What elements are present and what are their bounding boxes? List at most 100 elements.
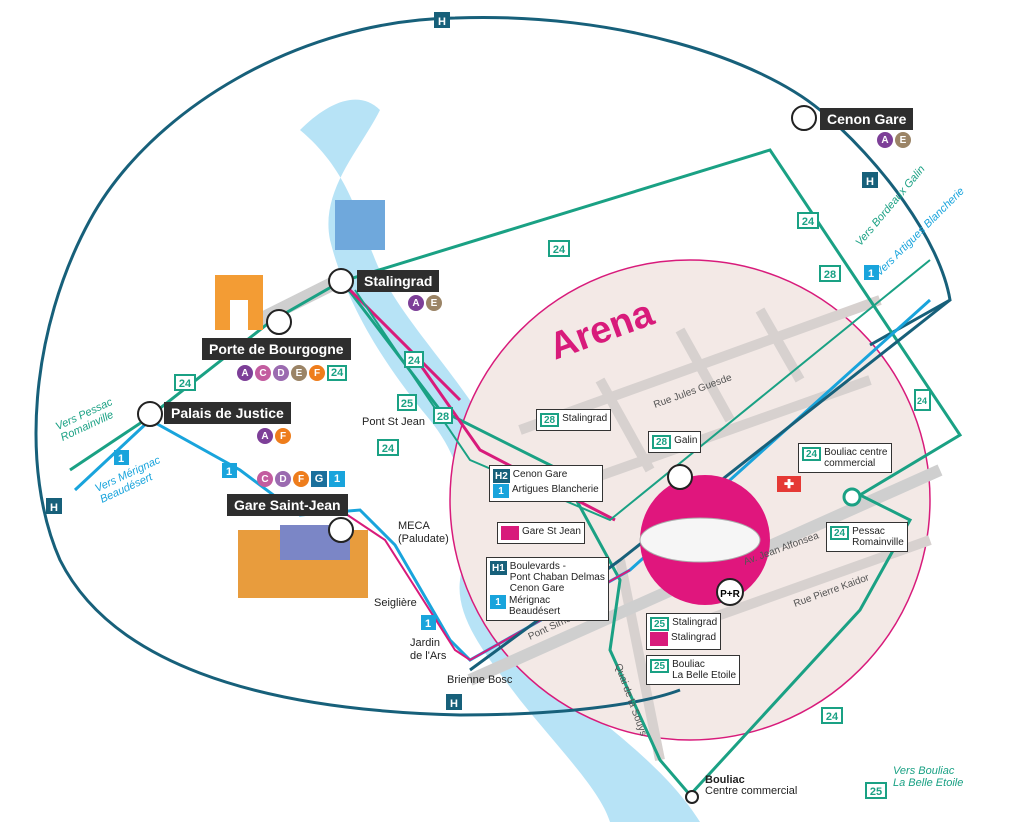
bus-28-badge: 28	[540, 413, 560, 427]
pharmacy-cross: ✚	[784, 477, 794, 491]
box-text: Galin	[674, 435, 698, 446]
gare-saint-jean-stop[interactable]	[328, 517, 354, 543]
stop-bouliac-title[interactable]: Bouliac	[705, 774, 745, 786]
tram-e-badge: E	[426, 295, 442, 311]
station-cenon-gare[interactable]: Cenon Gare	[820, 108, 914, 130]
stop-jardin-ars[interactable]: Jardin de l'Ars	[410, 637, 447, 662]
box-text: Boulevards - Pont Chaban Delmas Cenon Ga…	[509, 561, 605, 594]
tram-e-badge: E	[291, 365, 307, 381]
box-text: Bouliac La Belle Etoile	[672, 659, 737, 681]
badge-28-a: 28	[824, 269, 836, 281]
badge-1-c: 1	[425, 618, 431, 630]
tram-a-badge: A	[257, 428, 273, 444]
tram-d-badge: D	[273, 365, 289, 381]
box-text: Cenon Gare	[512, 469, 568, 480]
stalingrad-stop[interactable]	[328, 268, 354, 294]
station-stalingrad[interactable]: Stalingrad	[357, 270, 440, 292]
badge-28-b: 28	[437, 411, 449, 423]
badge-25-a: 25	[401, 398, 413, 410]
box-text: Bouliac centre commercial	[824, 447, 888, 469]
tram-g-badge: G	[311, 471, 327, 487]
badge-24-c: 24	[917, 396, 927, 406]
bus-h2-badge: H2	[493, 469, 510, 483]
bus-24-badge: 24	[830, 526, 850, 540]
tram-c-badge: C	[257, 471, 273, 487]
box-text: Mérignac Beaudésert	[509, 595, 561, 617]
ring-line-h	[34, 15, 952, 717]
parking-label: P+R	[720, 589, 741, 600]
stalingrad-lines: A E	[408, 295, 442, 311]
porte-bourgogne-lines: A C D E F 24	[237, 365, 348, 381]
stop-seigliere[interactable]: Seiglière	[374, 597, 417, 609]
line-24	[69, 148, 963, 798]
bus-25-badge: 25	[650, 617, 670, 631]
cenon-gare-stop[interactable]	[791, 105, 817, 131]
ring-badge-right: H	[866, 176, 874, 188]
line-h-diag	[469, 298, 951, 672]
box-arena-gare[interactable]: Gare St Jean	[497, 522, 585, 544]
box-text: Gare St Jean	[522, 526, 581, 537]
pharmacy-icon	[777, 476, 801, 492]
tram-a-badge: A	[877, 132, 893, 148]
palais-justice-stop[interactable]	[137, 401, 163, 427]
badge-24-a: 24	[553, 244, 566, 256]
badge-24-b: 24	[802, 216, 815, 228]
parking-icon	[716, 578, 744, 606]
tram-c-badge: C	[255, 365, 271, 381]
stop-pont-st-jean[interactable]: Pont St Jean	[362, 416, 425, 428]
box-text: Stalingrad	[671, 632, 717, 643]
station-palais-justice[interactable]: Palais de Justice	[164, 402, 291, 424]
box-text: Pessac Romainville	[852, 526, 904, 548]
ring-badge-left: H	[50, 502, 58, 514]
station-gare-saint-jean[interactable]: Gare Saint-Jean	[227, 494, 348, 516]
badge-1-d: 1	[868, 268, 874, 280]
ring-badge-bottom: H	[450, 698, 458, 710]
stop-meca[interactable]: MECA (Paludate)	[398, 520, 449, 545]
arena-shuttle-icon	[650, 632, 668, 646]
tram-e-badge: E	[895, 132, 911, 148]
bouliac-cc-stop[interactable]	[685, 790, 699, 804]
tram-a-badge: A	[408, 295, 424, 311]
palais-justice-lines: A F	[257, 428, 291, 444]
direction-bouliac: Vers Bouliac La Belle Etoile	[893, 765, 964, 789]
badge-24-g: 24	[408, 355, 421, 367]
tram-f-badge: F	[309, 365, 325, 381]
tram-f-badge: F	[275, 428, 291, 444]
bus-24-badge: 24	[327, 365, 348, 381]
bouliac-24-stop[interactable]	[842, 487, 862, 507]
badge-24-d: 24	[826, 711, 839, 723]
arena-building	[639, 517, 761, 563]
bus-1-badge: 1	[490, 595, 506, 609]
badge-1-a: 1	[118, 453, 124, 465]
bus-24-badge: 24	[802, 447, 822, 461]
box-text: Stalingrad	[562, 413, 608, 424]
tram-f-badge: F	[293, 471, 309, 487]
badge-24-f: 24	[382, 443, 395, 455]
lion-statue-icon	[335, 200, 385, 250]
bus-1-badge: 1	[493, 484, 509, 498]
porte-bourgogne-stop[interactable]	[266, 309, 292, 335]
tram-d-badge: D	[275, 471, 291, 487]
gare-saint-jean-lines: C D F G 1	[257, 471, 345, 487]
badge-24-e: 24	[179, 378, 192, 390]
badge-25-b: 25	[870, 786, 882, 798]
porte-bourgogne-icon	[215, 275, 263, 330]
stop-brienne-bosc[interactable]: Brienne Bosc	[447, 674, 513, 686]
stop-bouliac-sub: Centre commercial	[705, 785, 798, 797]
tram-a-badge: A	[237, 365, 253, 381]
bike-icon	[667, 464, 693, 490]
bus-h1-badge: H1	[490, 561, 507, 575]
bus-25-badge: 25	[650, 659, 670, 673]
station-porte-bourgogne[interactable]: Porte de Bourgogne	[202, 338, 351, 360]
arena-shuttle-icon	[501, 526, 519, 540]
bus-28-badge: 28	[652, 435, 672, 449]
